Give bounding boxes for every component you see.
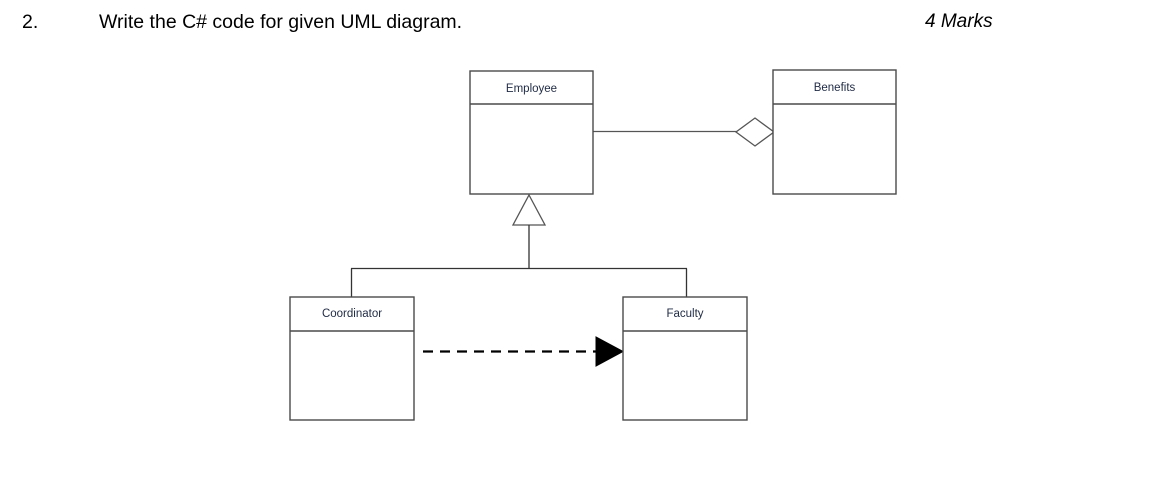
hollow-diamond-icon: [734, 117, 776, 147]
class-name-faculty: Faculty: [666, 308, 703, 320]
question-text: Write the C# code for given UML diagram.: [99, 11, 463, 33]
class-name-benefits: Benefits: [814, 82, 856, 94]
relation-aggregation-employee-benefits: [593, 117, 776, 147]
class-box-coordinator[interactable]: Coordinator: [289, 296, 415, 421]
class-box-employee[interactable]: Employee: [469, 70, 594, 195]
class-name-coordinator: Coordinator: [322, 308, 382, 320]
hollow-triangle-icon: [511, 193, 547, 226]
question-number: 2.: [22, 11, 39, 33]
question-header: 2. Write the C# code for given UML diagr…: [0, 0, 1166, 48]
filled-arrowhead-icon: [595, 336, 625, 367]
marks-label: 4 Marks: [925, 11, 993, 32]
relation-dependency-coordinator-faculty: [423, 336, 625, 367]
class-box-benefits[interactable]: Benefits: [772, 69, 897, 195]
relation-generalization-to-employee: [350, 193, 688, 297]
class-box-faculty[interactable]: Faculty: [622, 296, 748, 421]
class-name-employee: Employee: [506, 83, 557, 95]
